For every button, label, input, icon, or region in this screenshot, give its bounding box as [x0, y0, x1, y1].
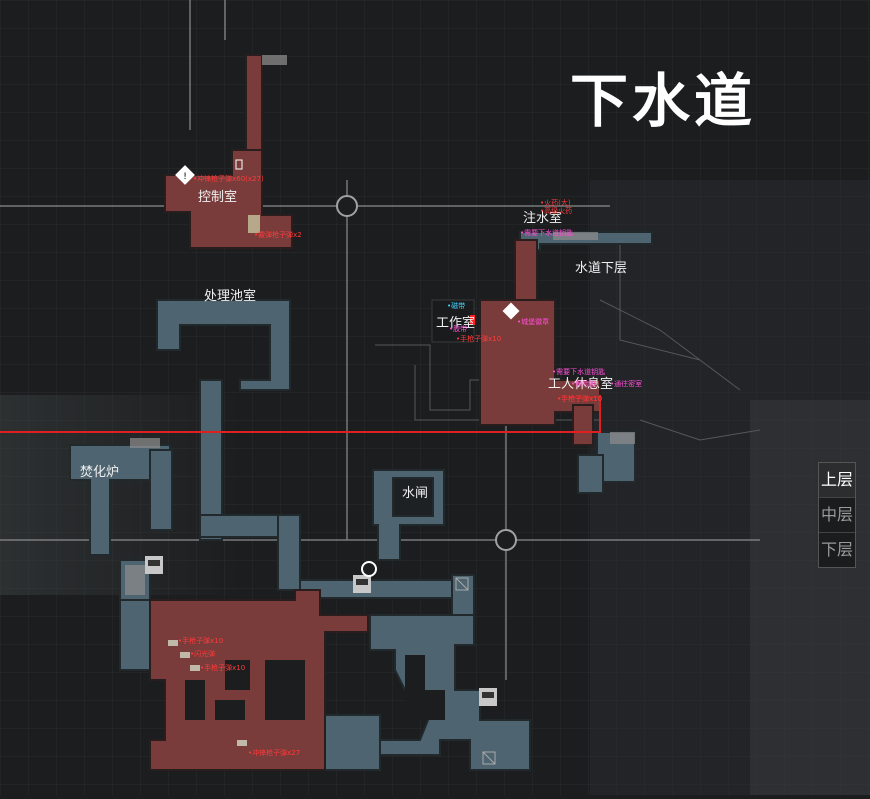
- room-treatment-pool: 处理池室: [204, 288, 256, 304]
- floor-upper-button[interactable]: 上层: [819, 463, 855, 498]
- item-note: •闪光弹: [190, 649, 215, 658]
- item-note: •保险箱: [571, 379, 596, 388]
- item-note: •手枪子弹x10: [456, 334, 501, 343]
- door-icon-3: [235, 159, 243, 170]
- fog-area-right-lower: [750, 400, 870, 795]
- save-icon[interactable]: [502, 302, 520, 320]
- item-note: •霰弹枪子弹x2: [254, 230, 302, 239]
- room-workers-lounge: 工人休息室: [548, 376, 613, 392]
- item-note: •需要下水道钥匙: [552, 367, 605, 376]
- key-icon[interactable]: [361, 561, 377, 577]
- item-note: •磁带: [447, 301, 465, 310]
- room-sewer-lower: 水道下层: [575, 261, 627, 276]
- floor-middle-button[interactable]: 中层: [819, 498, 855, 533]
- room-incinerator: 焚化炉: [80, 465, 119, 480]
- door-icon-2: [482, 751, 496, 765]
- explored-rooms: [149, 54, 601, 771]
- room-water-injection: 注水室: [523, 210, 562, 226]
- item-note: •冲锋枪子弹x27: [248, 748, 300, 757]
- red-marker: [470, 315, 475, 325]
- item-markers: [168, 640, 247, 746]
- workshop-room: [431, 299, 475, 343]
- item-note: •手枪子弹x10: [200, 663, 245, 672]
- stairs: [125, 55, 635, 595]
- grid-node-north: [336, 195, 358, 217]
- grid-node-south: [495, 529, 517, 551]
- item-note: •冲锋枪子弹x60(x27): [193, 174, 264, 183]
- item-note: •城堡徽章: [517, 317, 549, 326]
- door-icon: [455, 577, 469, 591]
- room-control-room: 控制室: [198, 189, 237, 205]
- floor-lower-button[interactable]: 下层: [820, 540, 853, 559]
- item-note: •高级火药: [540, 206, 572, 215]
- item-note: •手枪子弹x10: [557, 394, 602, 403]
- item-box-icon[interactable]: [145, 556, 163, 574]
- weapon-icon[interactable]: [248, 215, 260, 233]
- item-note: •手枪子弹x10: [178, 636, 223, 645]
- room-sluice: 水闸: [402, 486, 428, 501]
- typewriter-icon[interactable]: !: [175, 165, 195, 185]
- item-note: •胶带: [449, 324, 467, 333]
- item-note: •需要下水道钥匙: [520, 228, 573, 237]
- map-title: 下水道: [570, 67, 756, 135]
- room-workshop: 工作室: [436, 315, 475, 331]
- item-box-icon-3[interactable]: [479, 688, 497, 706]
- item-note: •火药(大): [540, 198, 571, 207]
- svg-text:!: !: [183, 172, 187, 182]
- route-line: [0, 395, 601, 433]
- floor-selector: 上层 中层 下层: [818, 462, 856, 568]
- curve-void: [405, 655, 445, 720]
- item-box-icon-2[interactable]: [353, 575, 371, 593]
- explored-voids: [185, 660, 305, 720]
- item-note: •通往密室: [610, 379, 642, 388]
